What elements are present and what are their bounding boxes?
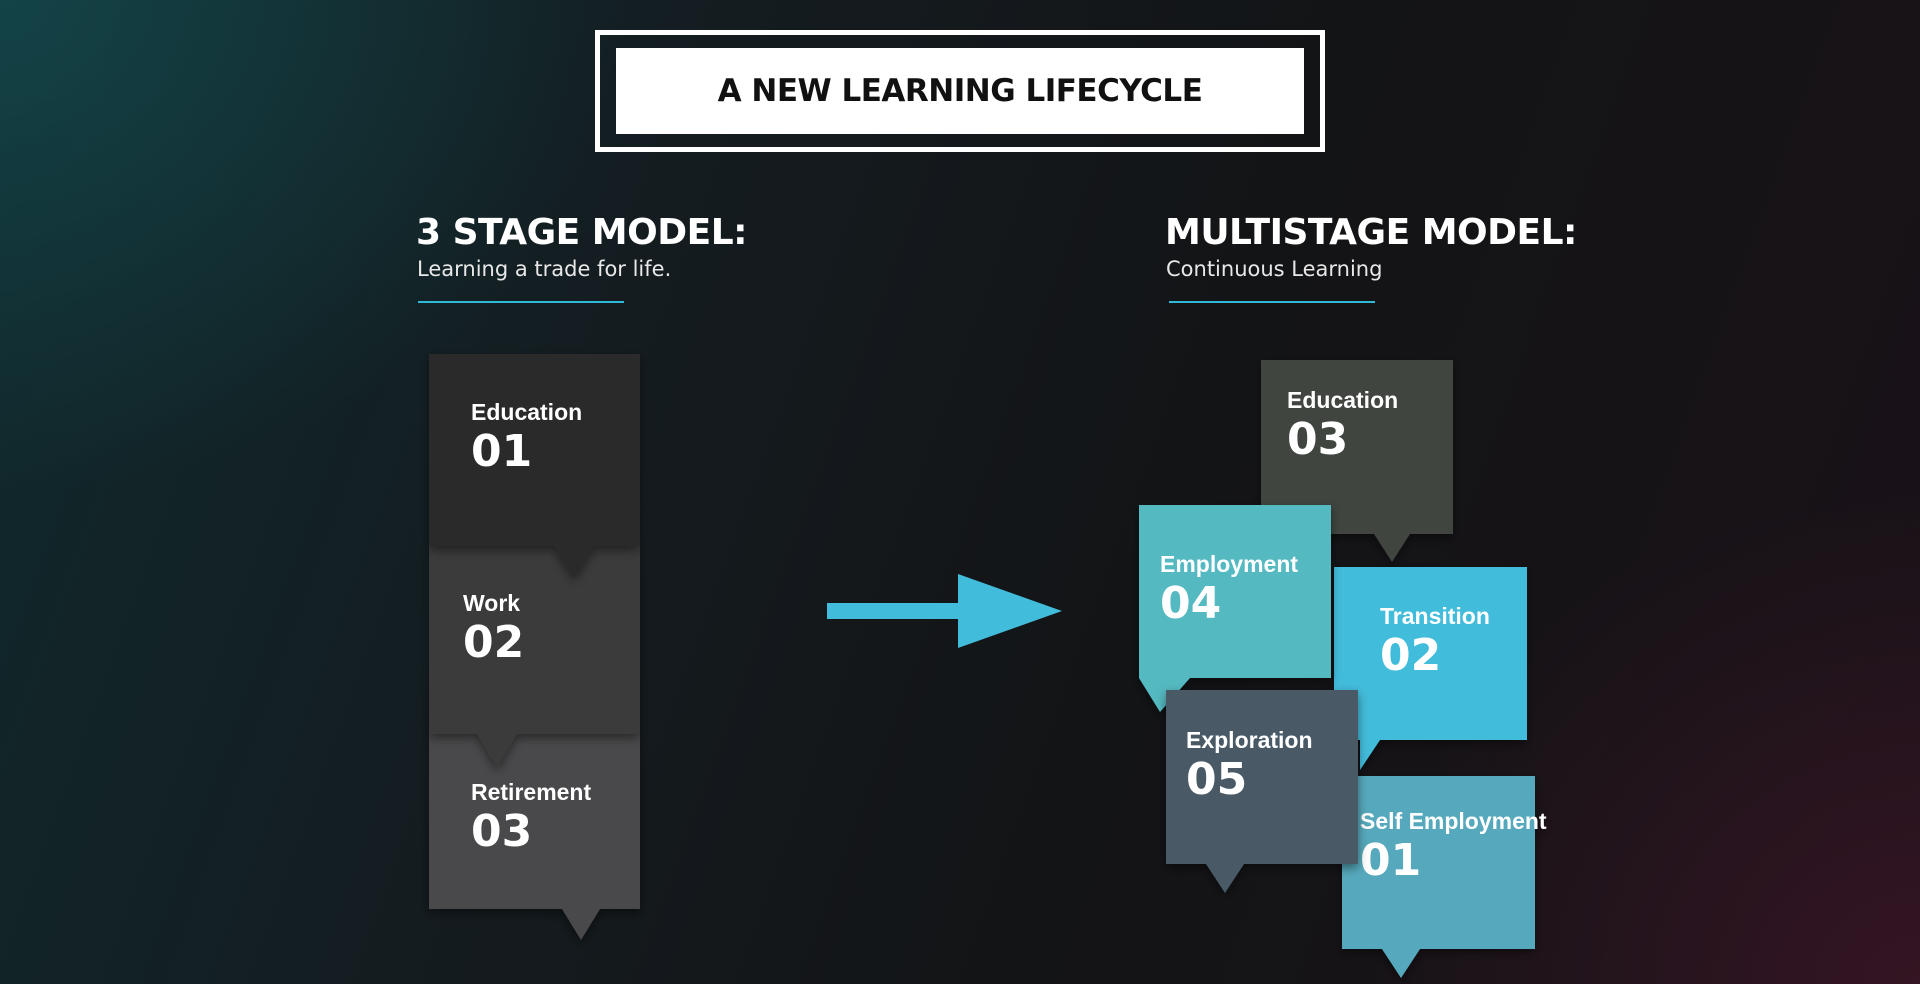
right-stage-transition-box: [1334, 567, 1527, 770]
right-stage-exploration-number: 05: [1186, 754, 1247, 805]
right-arrow-icon: [827, 574, 1062, 648]
right-model-heading: MULTISTAGE MODEL:: [1165, 212, 1577, 253]
left-model-subheading: Learning a trade for life.: [417, 257, 672, 281]
left-stage-3-label: Retirement: [471, 779, 591, 805]
left-stage-2: Work 02: [429, 546, 640, 768]
right-stage-transition-number: 02: [1380, 630, 1441, 681]
right-stage-self-employment-box: [1342, 776, 1535, 978]
right-stage-employment-label: Employment: [1160, 551, 1298, 577]
left-stage-2-label: Work: [463, 590, 520, 616]
left-stage-1: Education 01: [429, 354, 640, 578]
right-stage-education-label: Education: [1287, 387, 1398, 413]
left-model-underline: [418, 301, 624, 303]
right-stage-self-employment: Self Employment 01: [1342, 776, 1547, 978]
title-frame: A NEW LEARNING LIFECYCLE: [595, 30, 1325, 152]
right-stage-exploration: Exploration 05: [1166, 690, 1358, 893]
left-stage-1-box: [429, 354, 640, 578]
left-stage-3: Retirement 03: [429, 732, 640, 940]
left-stage-2-box: [429, 546, 640, 768]
right-stage-transition-label: Transition: [1380, 603, 1490, 629]
right-stage-exploration-label: Exploration: [1186, 727, 1313, 753]
left-stage-3-number: 03: [471, 806, 532, 857]
page-title: A NEW LEARNING LIFECYCLE: [717, 73, 1203, 109]
left-model-heading: 3 STAGE MODEL:: [416, 212, 748, 253]
left-stage-2-number: 02: [463, 617, 524, 668]
right-stage-employment: Employment 04: [1139, 505, 1331, 712]
right-stage-self-employment-number: 01: [1360, 835, 1421, 886]
right-stage-self-employment-label: Self Employment: [1360, 808, 1547, 834]
title-box: A NEW LEARNING LIFECYCLE: [616, 48, 1304, 134]
right-stage-employment-number: 04: [1160, 578, 1221, 629]
right-stage-exploration-box: [1166, 690, 1358, 893]
left-stage-3-box: [429, 732, 640, 940]
right-stage-employment-box: [1139, 505, 1331, 712]
left-stage-1-number: 01: [471, 426, 532, 477]
right-stage-transition: Transition 02: [1334, 567, 1527, 770]
right-stage-education-number: 03: [1287, 414, 1348, 465]
left-stage-1-label: Education: [471, 399, 582, 425]
right-model-subheading: Continuous Learning: [1166, 257, 1383, 281]
right-model-underline: [1169, 301, 1375, 303]
